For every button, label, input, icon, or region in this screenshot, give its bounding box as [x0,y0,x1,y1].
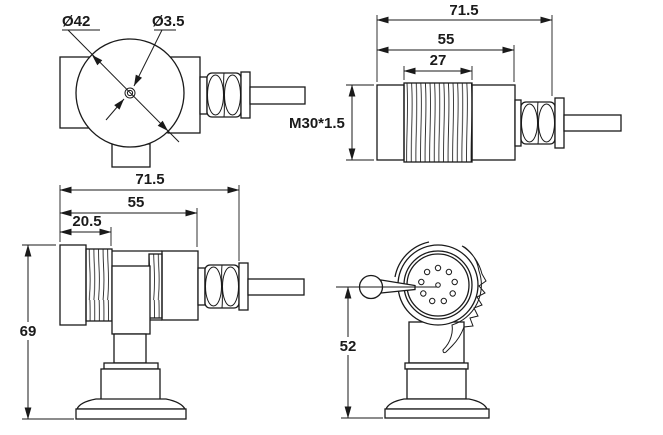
dimension-nose-length: 20.5 [59,213,112,246]
dim-label-body-length: 55 [128,194,145,211]
perforation-hole [451,278,458,286]
threaded-section [403,82,473,163]
rear-housing [471,84,516,161]
perforation-hole [449,290,456,297]
perforation-hole [434,264,442,272]
front-flange [59,244,87,326]
dim-label-overall-height: 69 [20,323,37,340]
stand-step [103,362,159,370]
front-view: Ø42 Ø3.5 [59,13,306,168]
dimension-center-hole: Ø3.5 [105,13,185,121]
perforation-hole [418,278,425,286]
dimension-overall-height: 69 [14,244,74,420]
gland-nut-divider [537,101,539,145]
dim-label-outer-diameter: Ø42 [62,13,90,30]
dimension-body-length: 55 [376,31,515,82]
gland-nut-facet [205,266,222,307]
cable [247,278,305,296]
head-inner-face [406,253,470,317]
dim-label-center-hole: Ø3.5 [152,13,185,30]
dimension-overall-length: 71.5 [59,171,240,261]
perforation-hole [445,268,453,276]
perforation-hole [423,268,431,276]
dim-label-overall-length: 71.5 [449,2,478,19]
perforation-holes [418,264,458,305]
dimension-thread-length: 27 [403,52,473,80]
dim-label-axis-height: 52 [340,338,357,355]
side-mounted-view: 71.5 55 20.5 69 [14,171,305,420]
dim-label-body-length: 55 [438,31,455,48]
gland-nut-divider [223,72,225,118]
cable [563,114,622,132]
stand-block [100,368,161,401]
center-hole [126,89,134,97]
dim-label-thread-spec: M30*1.5 [289,115,345,132]
stand-base-plate [384,408,490,419]
front-flange [376,84,405,161]
front-mounted-view: 52 [334,241,490,419]
stand-base-plate [75,408,187,420]
dimension-thread-spec: M30*1.5 [289,84,374,161]
mounting-stand [384,321,490,419]
perforation-hole [429,297,436,305]
serrated-clamp-band [442,245,487,354]
gland-ring [240,71,251,119]
stand-step [404,362,469,370]
stand-dome [385,398,488,410]
center-hole [435,282,441,288]
gland-neck [199,76,208,115]
stand-block [406,368,467,400]
thread-ring [148,253,163,319]
rear-housing [161,250,199,321]
dim-label-thread-length: 27 [430,52,447,69]
gland-neck [197,267,206,306]
dim-label-overall-length: 71.5 [135,171,164,188]
dim-label-nose-length: 20.5 [72,213,101,230]
perforation-hole [420,290,427,297]
cable-gland [197,262,305,311]
gland-ring [554,97,565,149]
side-view: 71.5 55 27 M30*1.5 [289,2,622,163]
threaded-nose [85,248,113,322]
stand-stem [113,333,147,364]
clamp-ring-arc [394,241,430,278]
dimension-outer-diameter: Ø42 [62,13,180,143]
stand-dome [76,398,187,410]
dimension-axis-height: 52 [334,286,383,419]
gland-ring [238,262,249,311]
center-hole-chamfer [124,87,136,99]
mounting-stand [75,333,187,420]
gland-nut-divider [221,264,223,309]
dimension-overall-length: 71.5 [376,2,553,96]
cable-gland [514,97,622,149]
swivel-bracket [111,265,151,335]
gland-neck [514,99,522,147]
dimension-body-length: 55 [59,194,198,247]
perforation-hole [440,297,447,305]
cable-gland [199,71,306,119]
cable [249,86,306,105]
